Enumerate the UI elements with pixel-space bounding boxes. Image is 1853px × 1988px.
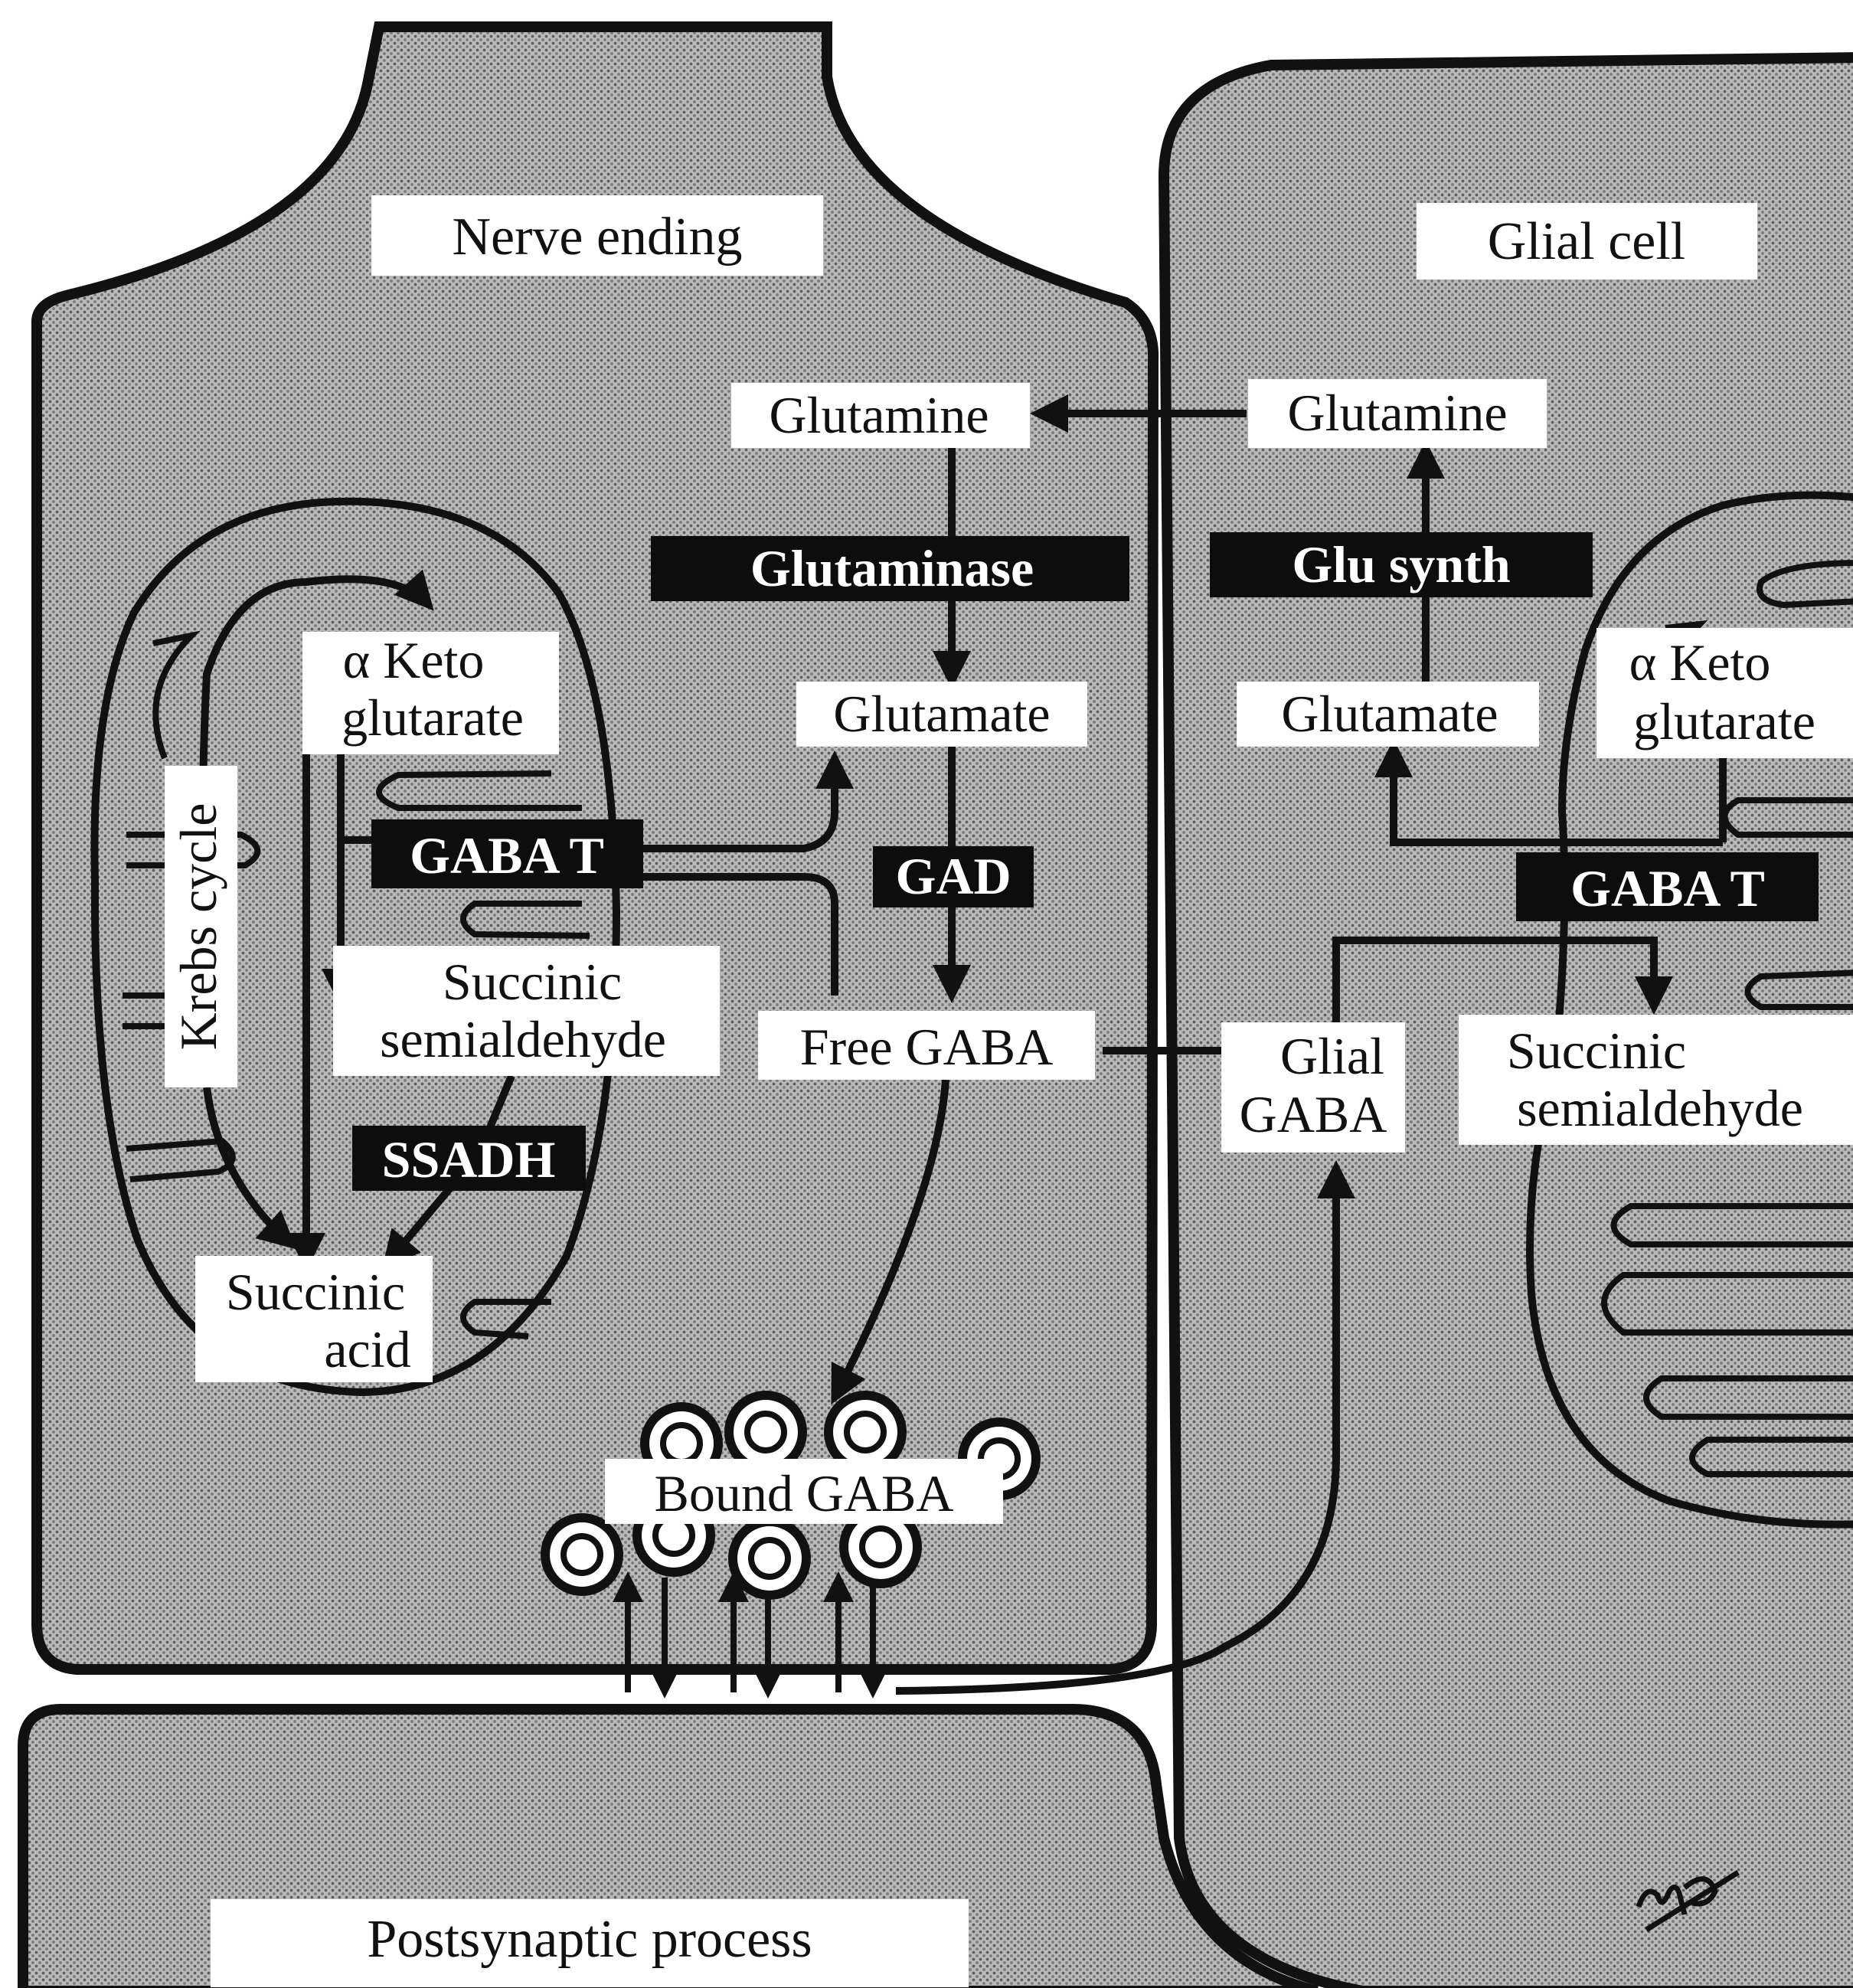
nerve-glutamine-label: Glutamine [769,386,989,444]
nerve-succinic-line2: acid [324,1320,410,1378]
nerve-keto-line1: α Keto [343,631,485,689]
gad-enzyme: GAD [895,847,1011,905]
postsynaptic-process-label: Postsynaptic process [367,1910,812,1969]
nerve-ssa-line1: Succinic [443,953,622,1011]
glial-gaba-line2: GABA [1240,1085,1387,1143]
glial-glutamate-label: Glutamate [1281,685,1498,743]
free-gaba-label: Free GABA [800,1018,1054,1076]
glu-synth-enzyme: Glu synth [1292,535,1510,593]
glial-keto-line2: glutarate [1633,692,1815,750]
nerve-succinic-line1: Succinic [226,1263,405,1321]
nerve-keto-line2: glutarate [342,688,524,747]
bound-gaba-label: Bound GABA [654,1464,953,1522]
glial-glutamine-label: Glutamine [1287,384,1507,442]
glial-gaba-line1: Glial [1280,1027,1384,1085]
glial-keto-line1: α Keto [1629,633,1771,692]
glutaminase-enzyme: Glutaminase [750,539,1034,597]
glial-ssa-line2: semialdehyde [1517,1079,1803,1137]
nerve-ssa-line2: semialdehyde [380,1010,666,1068]
ssadh-enzyme: SSADH [382,1130,556,1189]
nerve-gaba-t-enzyme: GABA T [410,826,604,884]
glial-gaba-t-enzyme: GABA T [1570,859,1765,917]
nerve-glutamate-label: Glutamate [833,685,1050,743]
krebs-cycle-label: Krebs cycle [169,803,227,1051]
glial-ssa-line1: Succinic [1507,1022,1686,1080]
nerve-ending-label: Nerve ending [452,208,742,266]
glial-cell-label: Glial cell [1488,212,1686,271]
